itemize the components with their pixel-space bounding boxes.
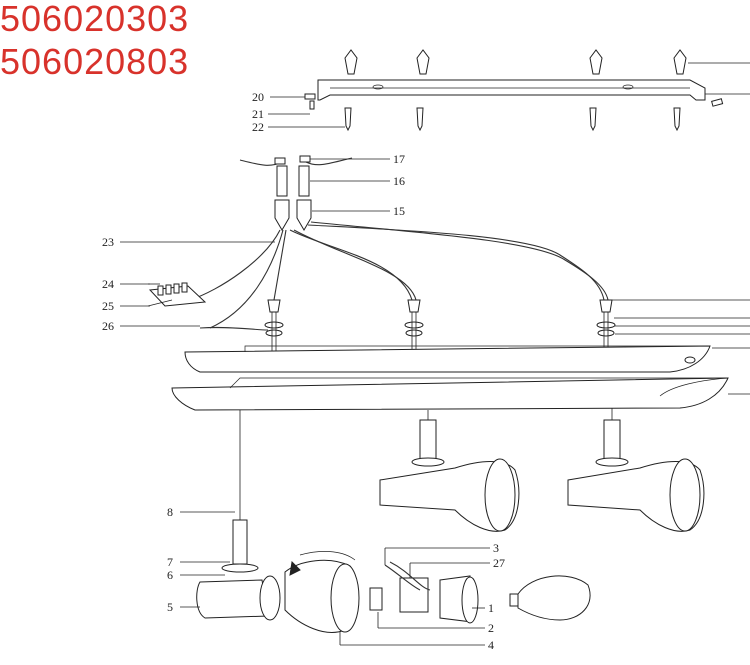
spotlight-right bbox=[567, 408, 705, 532]
suspension-cables bbox=[239, 155, 390, 231]
callout-5: 5 bbox=[167, 600, 173, 614]
callout-15: 15 bbox=[393, 204, 405, 218]
callout-1: 1 bbox=[488, 601, 494, 615]
leader-lines bbox=[120, 96, 490, 646]
callout-16: 16 bbox=[393, 174, 405, 188]
grommet-stack-mid bbox=[404, 299, 424, 352]
callout-21: 21 bbox=[252, 107, 264, 121]
terminal-block bbox=[147, 282, 207, 307]
callout-3: 3 bbox=[493, 541, 499, 555]
callout-6: 6 bbox=[167, 568, 173, 582]
callout-22: 22 bbox=[252, 120, 264, 134]
callout-2: 2 bbox=[488, 621, 494, 635]
callout-23: 23 bbox=[102, 235, 114, 249]
spotlight-exploded bbox=[196, 410, 591, 633]
upper-bar bbox=[184, 345, 750, 373]
spotlight-center bbox=[379, 410, 520, 532]
callout-labels: 20 21 22 17 16 15 23 24 25 26 8 7 6 5 3 … bbox=[102, 90, 505, 652]
callout-4: 4 bbox=[488, 638, 494, 652]
callout-27: 27 bbox=[493, 556, 505, 570]
callout-17: 17 bbox=[393, 152, 405, 166]
callout-24: 24 bbox=[102, 277, 114, 291]
wiring bbox=[189, 221, 609, 331]
wall-anchors bbox=[344, 49, 750, 75]
model-code-1: 506020303 bbox=[0, 0, 190, 39]
grommet-stack-right bbox=[596, 299, 750, 352]
grommet-stack-left bbox=[264, 299, 284, 352]
lower-bar bbox=[171, 377, 750, 411]
screws-22 bbox=[344, 107, 681, 132]
model-code-2: 506020803 bbox=[0, 41, 190, 82]
mounting-bracket bbox=[317, 79, 750, 101]
callout-7: 7 bbox=[167, 555, 173, 569]
callout-25: 25 bbox=[102, 299, 114, 313]
small-screws-20-21 bbox=[304, 93, 724, 110]
callout-8: 8 bbox=[167, 505, 173, 519]
callout-26: 26 bbox=[102, 319, 114, 333]
callout-20: 20 bbox=[252, 90, 264, 104]
